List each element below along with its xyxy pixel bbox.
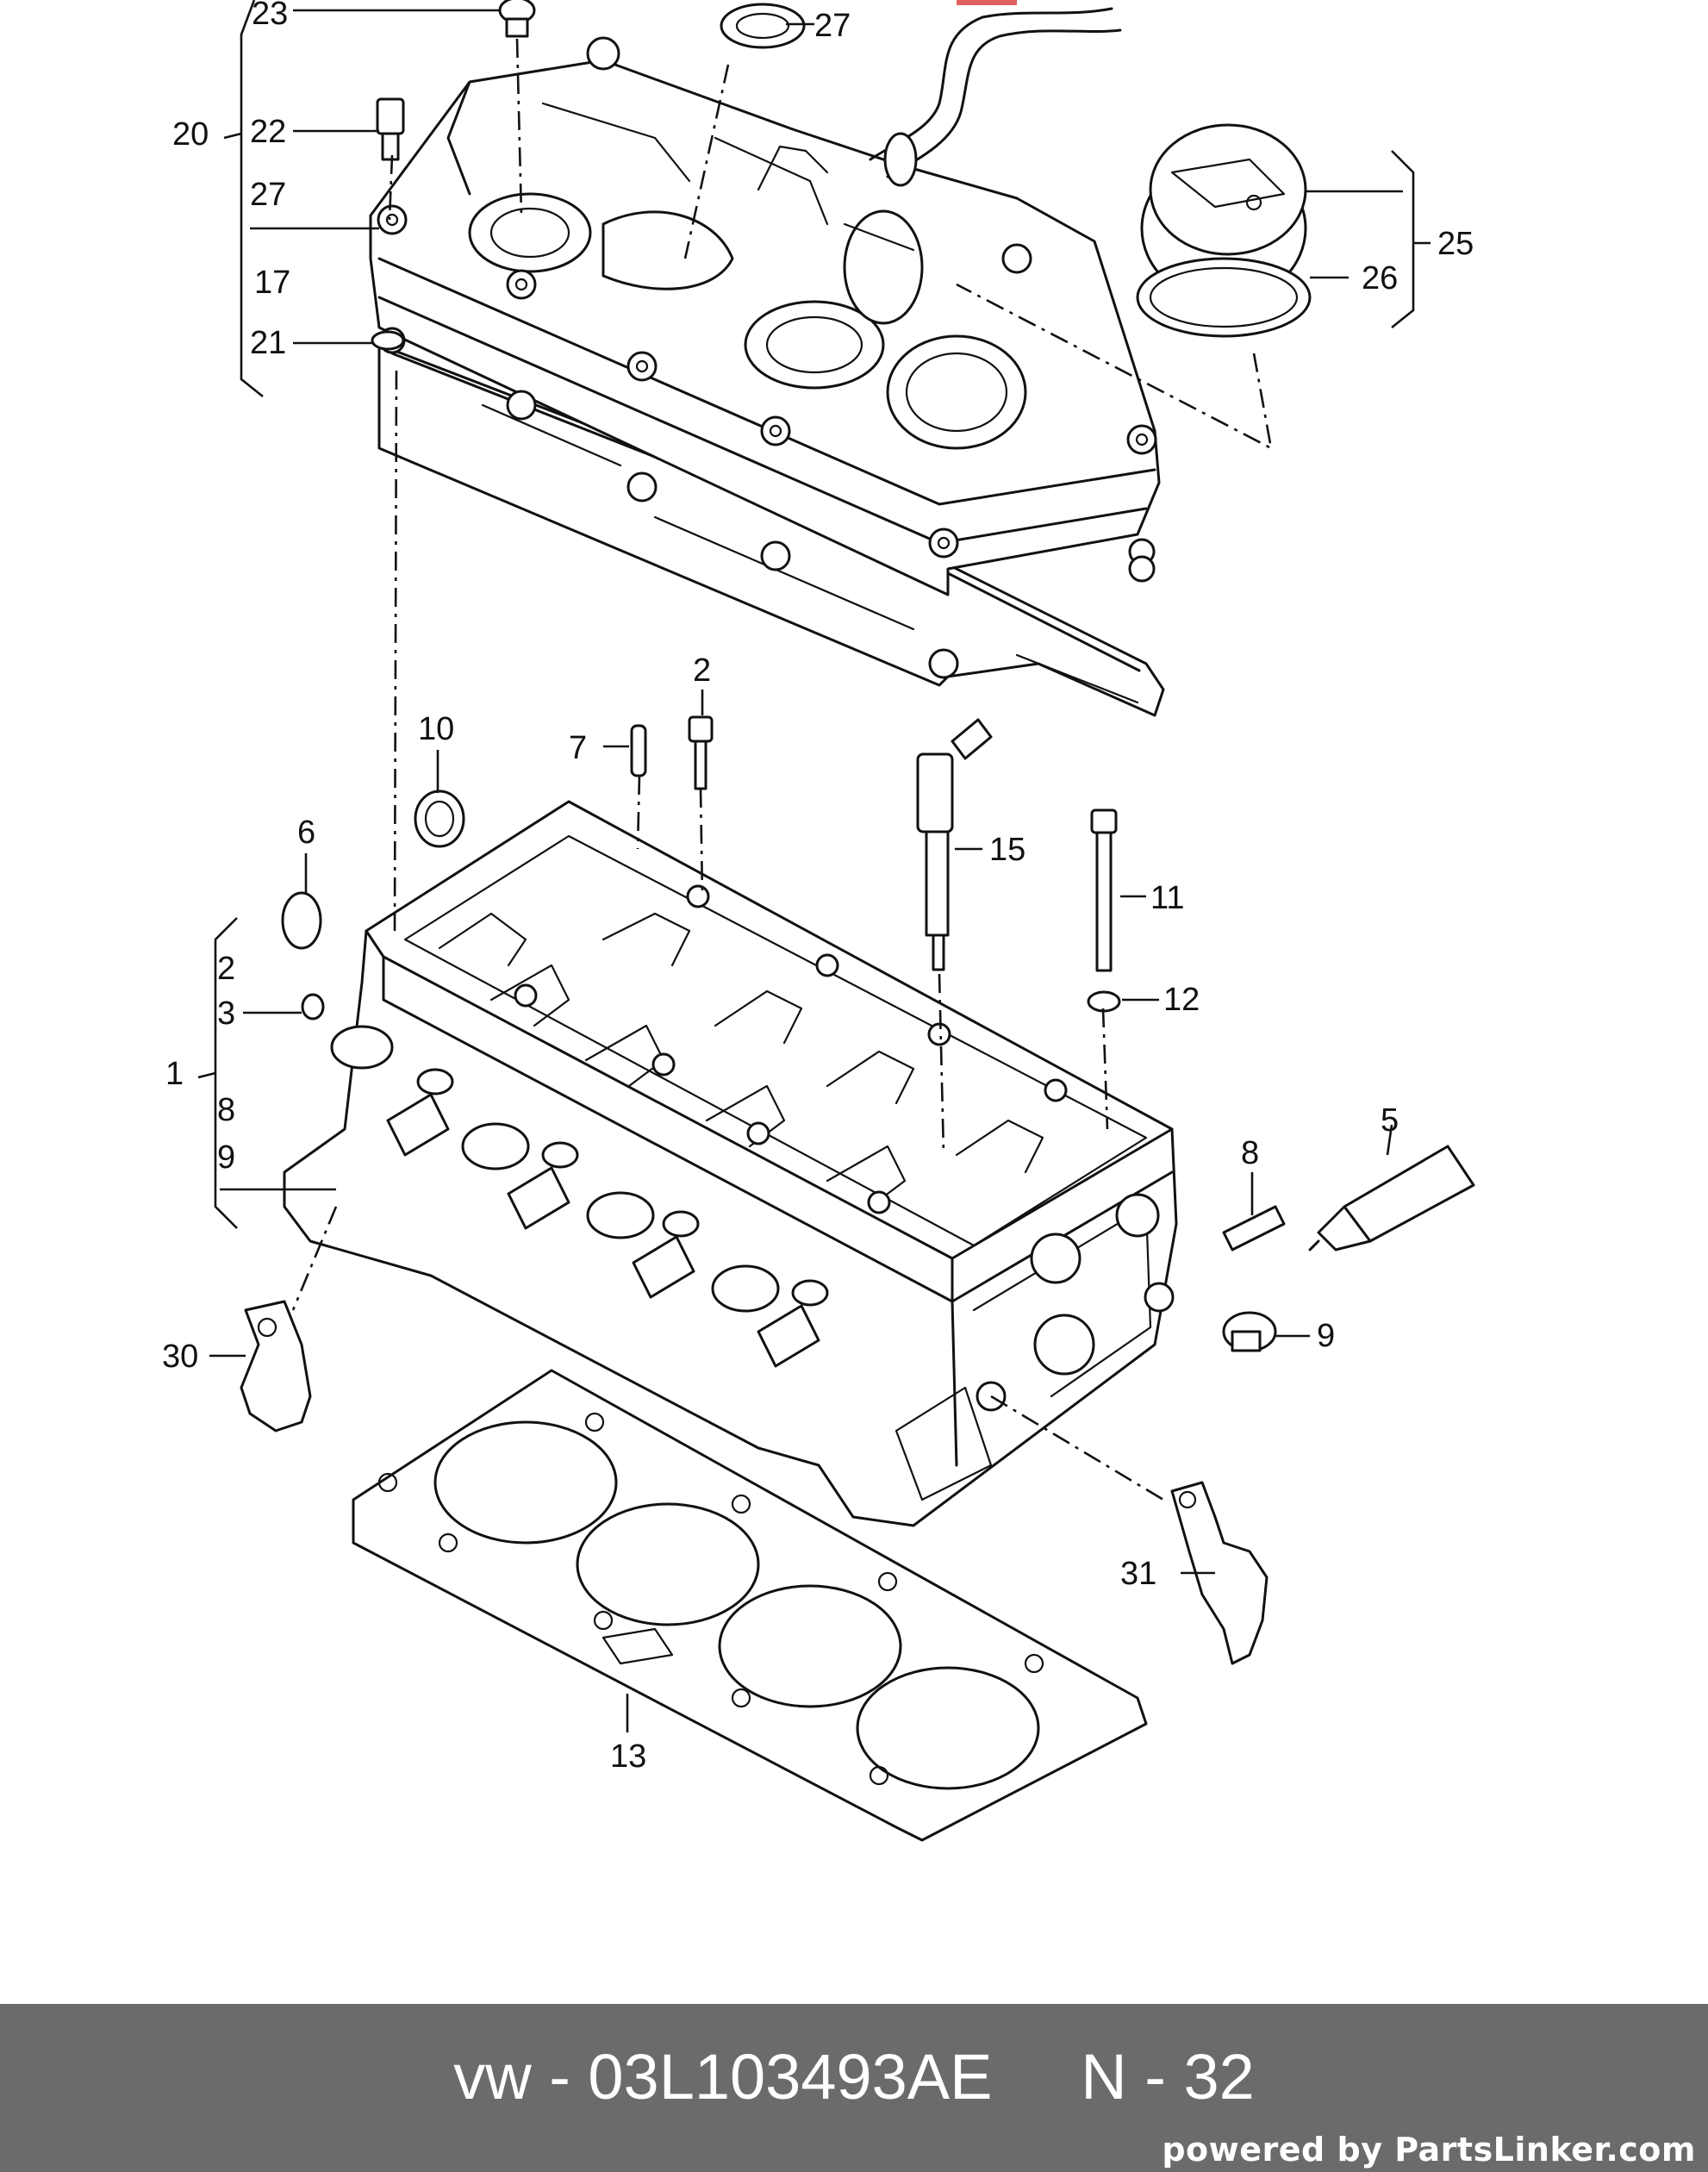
cover-screws <box>371 0 806 351</box>
head-gasket <box>352 1369 1148 1842</box>
callout-1: 1 <box>165 1056 184 1092</box>
injector <box>916 718 993 971</box>
callout-17: 17 <box>254 265 290 301</box>
brackets <box>240 1300 1269 1665</box>
callout-26: 26 <box>1362 260 1398 296</box>
callout-20: 20 <box>172 116 209 153</box>
callout-13: 13 <box>610 1738 646 1775</box>
hose-highlight <box>957 0 1017 5</box>
callout-8-right: 8 <box>1241 1135 1259 1171</box>
cylinder-head <box>283 800 1178 1527</box>
powered-by-link[interactable]: powered by PartsLinker.com <box>1162 2131 1696 2169</box>
callout-11: 11 <box>1150 880 1184 916</box>
callout-6: 6 <box>297 814 315 851</box>
callout-23: 23 <box>252 0 288 32</box>
callout-10: 10 <box>418 711 454 747</box>
callout-30: 30 <box>162 1339 198 1375</box>
footer-bar: vw - 03L103493AE N - 32 powered by Parts… <box>0 2004 1708 2172</box>
breather-hose <box>869 0 1122 187</box>
callout-27-top: 27 <box>814 8 851 44</box>
callout-27-left: 27 <box>250 177 286 213</box>
callout-9-right: 9 <box>1317 1318 1335 1354</box>
callout-7: 7 <box>569 730 587 766</box>
callout-15: 15 <box>989 832 1025 868</box>
callout-31: 31 <box>1120 1556 1156 1592</box>
callout-9-left: 9 <box>217 1139 235 1176</box>
callout-21: 21 <box>250 325 286 361</box>
callout-2-left: 2 <box>217 951 235 987</box>
callout-5: 5 <box>1381 1102 1399 1139</box>
small-hardware <box>281 715 1475 1352</box>
part-number-title: vw - 03L103493AE N - 32 <box>453 2041 1255 2113</box>
callout-3: 3 <box>217 996 235 1032</box>
callout-25: 25 <box>1437 226 1474 262</box>
callout-22: 22 <box>250 114 286 150</box>
callout-8-left: 8 <box>217 1092 235 1128</box>
callout-12: 12 <box>1163 982 1200 1018</box>
parts-diagram: 23 27 20 22 27 17 21 25 26 10 7 2 15 6 1… <box>162 0 1475 1842</box>
oil-filler-cap <box>1136 123 1312 338</box>
callout-2-top: 2 <box>693 652 711 689</box>
valve-cover <box>369 36 1165 717</box>
